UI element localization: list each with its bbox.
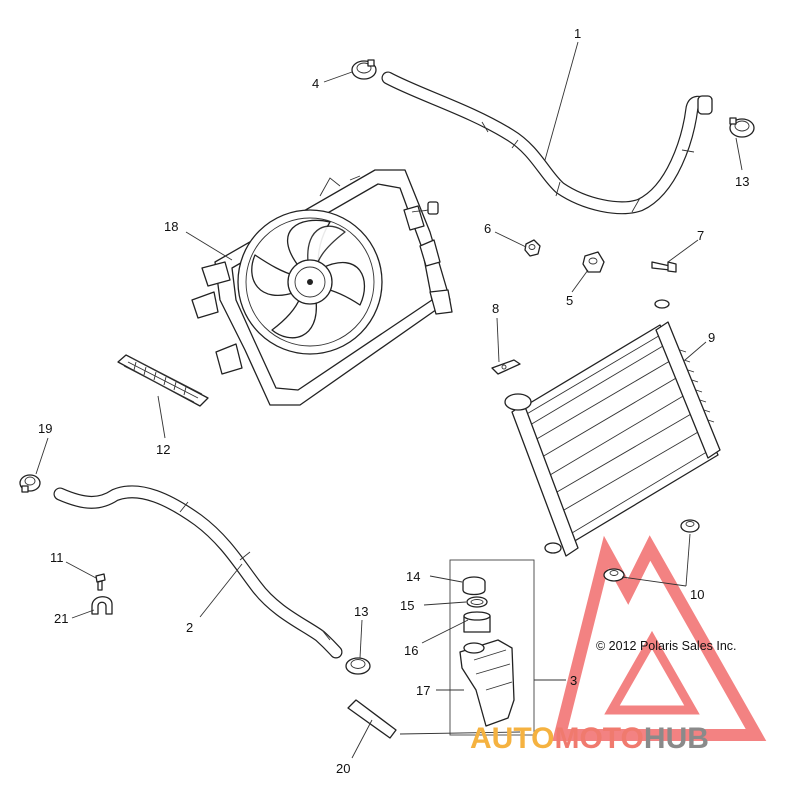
watermark-triangle-inner [604, 630, 700, 715]
hose-clamp-13-top [729, 117, 755, 138]
watermark-hub: HUB [644, 722, 709, 755]
radiator-9 [504, 299, 721, 557]
callout-7: 7 [697, 228, 704, 243]
grommet-10-a [680, 519, 700, 533]
clip-21 [91, 596, 113, 615]
hose-clamp-13-bottom [345, 657, 371, 675]
callout-6: 6 [484, 221, 491, 236]
fan-shroud-assembly [191, 169, 453, 406]
callout-1: 1 [574, 26, 581, 41]
nut-6 [524, 239, 541, 257]
lower-hose [53, 485, 343, 659]
callout-labels: 1 2 3 4 5 6 7 8 9 10 11 12 13 13 14 15 1… [38, 26, 749, 776]
watermark-moto: MOTO [554, 722, 643, 755]
callout-13-top: 13 [735, 174, 749, 189]
callout-3: 3 [570, 673, 577, 688]
watermark-text: AUTOMOTOHUB [470, 722, 709, 755]
reservoir-group-box [449, 559, 535, 736]
bracket-8 [491, 359, 521, 375]
callout-10: 10 [690, 587, 704, 602]
callout-15: 15 [400, 598, 414, 613]
callout-16: 16 [404, 643, 418, 658]
watermark-logo [552, 535, 767, 741]
watermark-auto: AUTO [470, 722, 554, 755]
screw-11 [95, 573, 106, 591]
callout-8: 8 [492, 301, 499, 316]
upper-hose [381, 71, 713, 215]
hose-clamp-19 [19, 474, 41, 493]
callout-21: 21 [54, 611, 68, 626]
callout-2: 2 [186, 620, 193, 635]
neck-16 [463, 611, 491, 633]
foam-strip-12 [117, 354, 209, 407]
callout-4: 4 [312, 76, 319, 91]
copyright-notice: © 2012 Polaris Sales Inc. [596, 639, 737, 653]
callout-14: 14 [406, 569, 420, 584]
grommet-10-b [603, 568, 625, 582]
callout-18: 18 [164, 219, 178, 234]
callout-13-bottom: 13 [354, 604, 368, 619]
overflow-tube-20 [347, 699, 397, 739]
callout-5: 5 [566, 293, 573, 308]
leader-lines [35, 41, 743, 759]
coolant-reservoir-17 [459, 639, 515, 727]
callout-11: 11 [50, 550, 64, 565]
callout-12: 12 [156, 442, 170, 457]
watermark-triangle-outer [552, 535, 767, 741]
grommet-5 [582, 251, 605, 273]
bolt-7 [651, 261, 677, 273]
hose-clamp-4 [351, 59, 377, 80]
reservoir-cap-14 [462, 576, 486, 596]
callout-17: 17 [416, 683, 430, 698]
callout-20: 20 [336, 761, 350, 776]
callout-19: 19 [38, 421, 52, 436]
callout-9: 9 [708, 330, 715, 345]
seal-ring-15 [466, 596, 488, 608]
